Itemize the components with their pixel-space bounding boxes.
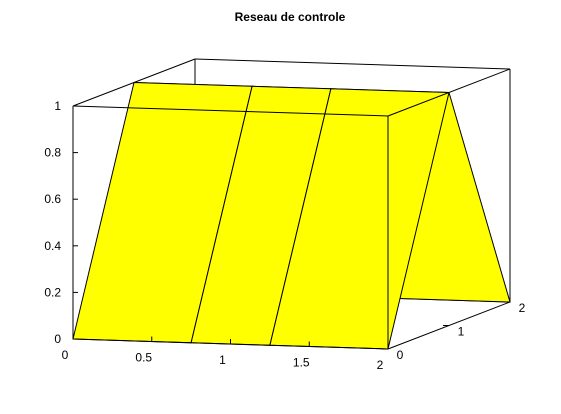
box-edge <box>194 58 511 70</box>
box-edge <box>72 105 389 117</box>
box-edge <box>387 68 511 117</box>
z-tick-label: 0.2 <box>44 285 61 299</box>
z-tick-label: 0.4 <box>44 239 61 253</box>
x-tick-label: 2 <box>377 358 384 372</box>
z-tick-label: 0.8 <box>44 146 61 160</box>
z-tick-label: 0 <box>54 332 61 346</box>
y-tick-label: 1 <box>458 325 465 339</box>
x-tick-label: 0.5 <box>135 351 152 365</box>
x-tick-label: 1 <box>219 353 226 367</box>
z-tick-label: 0.6 <box>44 192 61 206</box>
y-tick-label: 0 <box>397 348 404 362</box>
x-tick-label: 0 <box>62 348 69 362</box>
chart-title: Reseau de controle <box>235 10 346 24</box>
surface <box>72 81 511 350</box>
y-tick-label: 2 <box>519 301 526 315</box>
x-tick-label: 1.5 <box>293 356 310 370</box>
z-tick-label: 1 <box>54 99 61 113</box>
